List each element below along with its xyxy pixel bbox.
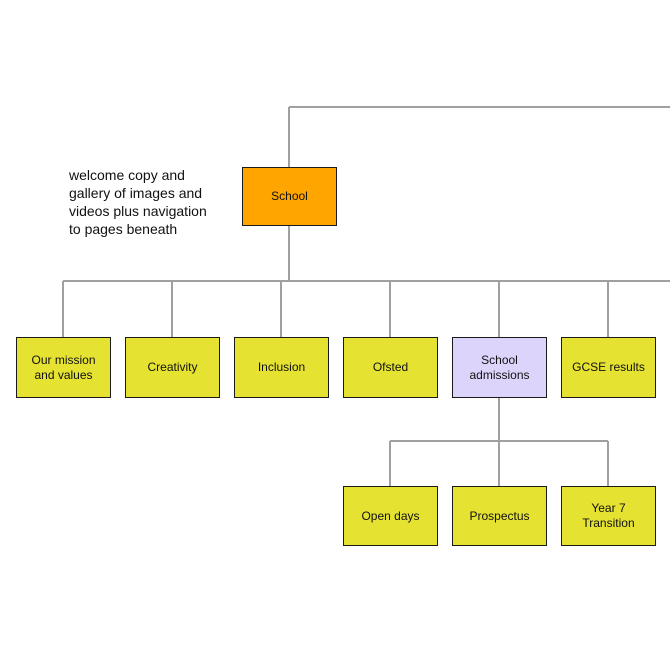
node-school-admissions[interactable]: School admissions <box>452 337 547 398</box>
node-inclusion[interactable]: Inclusion <box>234 337 329 398</box>
node-label: Open days <box>361 508 420 523</box>
node-label: Prospectus <box>469 508 530 523</box>
node-our-mission-and-values[interactable]: Our mission and values <box>16 337 111 398</box>
node-label: GCSE results <box>572 360 645 374</box>
node-label: Ofsted <box>372 360 409 374</box>
node-label: Year 7 Transition <box>582 501 635 530</box>
node-label: School <box>271 189 308 203</box>
node-creativity[interactable]: Creativity <box>125 337 220 398</box>
node-ofsted[interactable]: Ofsted <box>343 337 438 398</box>
node-open-days[interactable]: Open days <box>343 486 438 546</box>
node-year-7-transition[interactable]: Year 7 Transition <box>561 486 656 546</box>
node-prospectus[interactable]: Prospectus <box>452 486 547 546</box>
node-label: Creativity <box>147 360 198 374</box>
node-label: School admissions <box>469 352 530 382</box>
node-school[interactable]: School <box>242 167 337 226</box>
node-label: Our mission and values <box>31 352 96 382</box>
welcome-note: welcome copy and gallery of images and v… <box>69 167 207 237</box>
node-label: Inclusion <box>257 360 306 374</box>
node-gcse-results[interactable]: GCSE results <box>561 337 656 398</box>
